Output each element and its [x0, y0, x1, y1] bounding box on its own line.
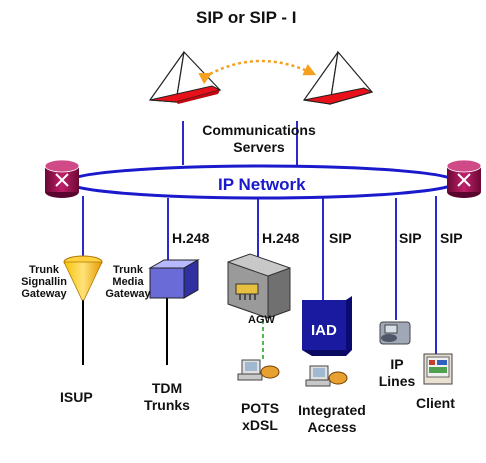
diagram-title: SIP or SIP - I [196, 8, 297, 27]
trunk-media-line3: Gateway [105, 288, 151, 300]
server-left-icon [148, 50, 222, 104]
pots-line1: POTS [240, 400, 280, 416]
integrated-access-label: Integrated Access [290, 402, 374, 436]
media-gateway-icon [148, 259, 200, 299]
protocol-h248-a: H.248 [172, 230, 210, 246]
protocol-sip-b: SIP [399, 230, 422, 246]
router-left-icon [44, 159, 80, 198]
client-label: Client [416, 395, 455, 411]
pots-line2: xDSL [242, 417, 278, 433]
protocol-h248-b: H.248 [262, 230, 300, 246]
client-icon [423, 353, 453, 385]
iplines-line2: Lines [378, 373, 416, 389]
pots-xdsl-label: POTS xDSL [232, 400, 288, 434]
iad-icon [302, 296, 352, 356]
agw-icon [227, 253, 291, 319]
pots-pc-icon [237, 359, 280, 381]
ip-network-label: IP Network [218, 175, 306, 194]
trunk-media-line2: Media [112, 276, 144, 288]
protocol-sip-a: SIP [329, 230, 352, 246]
ip-lines-label: IP Lines [372, 356, 422, 390]
trunk-signalling-label: Trunk Signallin Gateway [14, 264, 74, 300]
trunk-media-label: Trunk Media Gateway [104, 264, 152, 300]
integrated-line2: Access [307, 419, 357, 435]
integrated-pc-icon [305, 365, 348, 387]
iplines-line1: IP [390, 356, 404, 372]
isup-label: ISUP [60, 389, 93, 405]
trunk-signalling-line2: Signallin [21, 276, 67, 288]
ip-phone-icon [379, 321, 411, 345]
trunk-media-line1: Trunk [113, 264, 143, 276]
servers-label-line1: Communications [202, 122, 316, 138]
trunk-signalling-line3: Gateway [21, 288, 67, 300]
router-right-icon [446, 159, 482, 198]
iad-label: IAD [311, 322, 337, 339]
trunk-signalling-line1: Trunk [29, 264, 59, 276]
servers-label-line2: Servers [233, 139, 285, 155]
integrated-line1: Integrated [298, 402, 366, 418]
servers-label: Communications Servers [186, 122, 332, 156]
tdm-trunks-label: TDM Trunks [136, 380, 198, 414]
tdm-line2: Trunks [144, 397, 190, 413]
agw-label: AGW [248, 314, 275, 326]
sip-arrow [198, 59, 317, 85]
protocol-sip-c: SIP [440, 230, 463, 246]
server-right-icon [302, 50, 374, 105]
tdm-line1: TDM [151, 380, 183, 396]
signalling-gateway-icon [63, 255, 103, 301]
